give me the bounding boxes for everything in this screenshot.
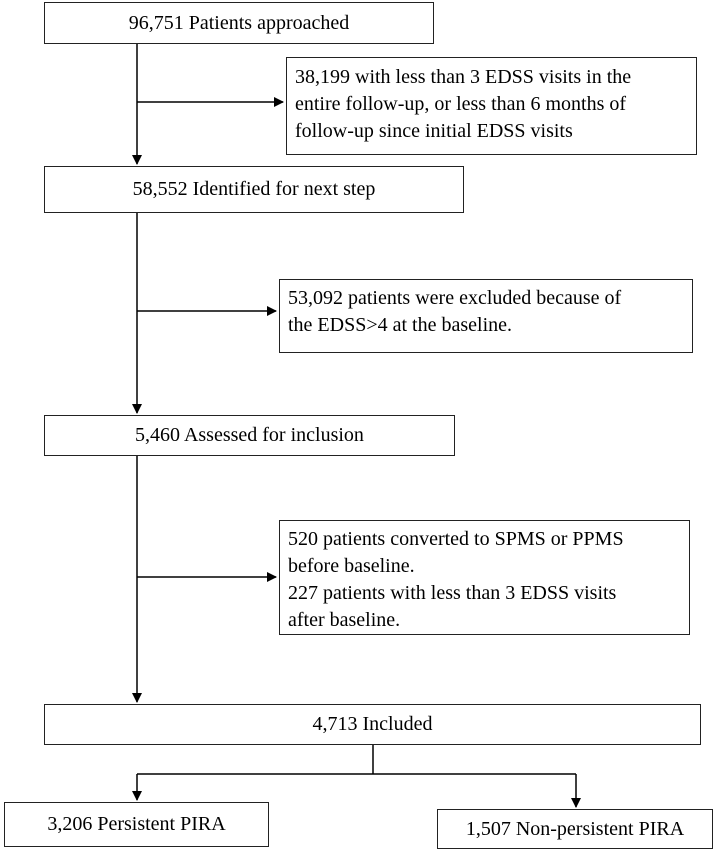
exclusion-box-3: 520 patients converted to SPMS or PPMS b… [279, 520, 690, 635]
exclusion-box-1: 38,199 with less than 3 EDSS visits in t… [286, 57, 697, 155]
exclusion-3-line-4: after baseline. [288, 609, 401, 631]
exclusion-box-2: 53,092 patients were excluded because of… [279, 279, 693, 353]
step-identified-for-next-step: 58,552 Identified for next step [44, 166, 464, 213]
step-patients-approached: 96,751 Patients approached [44, 2, 434, 44]
exclusion-3-line-3: 227 patients with less than 3 EDSS visit… [288, 582, 617, 604]
outcome-persistent-pira: 3,206 Persistent PIRA [4, 802, 269, 847]
step-assessed-for-inclusion: 5,460 Assessed for inclusion [44, 415, 455, 456]
exclusion-2-line-2: the EDSS>4 at the baseline. [288, 314, 513, 336]
exclusion-1-line-1: 38,199 with less than 3 EDSS visits in t… [295, 66, 632, 88]
exclusion-1-line-3: follow-up since initial EDSS visits [295, 120, 573, 142]
step-included: 4,713 Included [44, 704, 701, 745]
exclusion-3-line-2: before baseline. [288, 555, 415, 577]
exclusion-3-line-1: 520 patients converted to SPMS or PPMS [288, 528, 624, 550]
exclusion-1-line-2: entire follow-up, or less than 6 months … [295, 93, 627, 115]
outcome-non-persistent-pira: 1,507 Non-persistent PIRA [437, 809, 713, 849]
exclusion-2-line-1: 53,092 patients were excluded because of [288, 287, 622, 309]
